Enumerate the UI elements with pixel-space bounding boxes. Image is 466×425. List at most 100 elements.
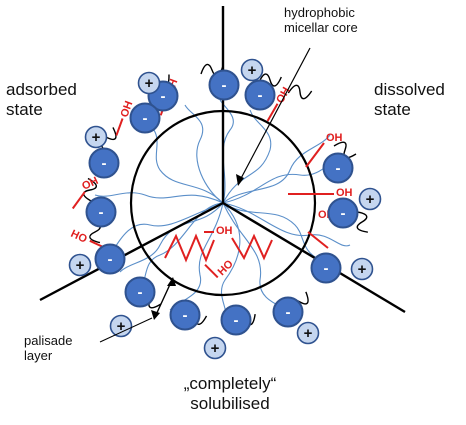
svg-text:+: + — [211, 340, 220, 357]
svg-text:-: - — [222, 77, 227, 94]
svg-text:+: + — [145, 75, 154, 92]
palisade-arrow-head-bottom — [151, 310, 160, 320]
tail-1 — [149, 124, 224, 204]
tail-3 — [109, 202, 224, 256]
surfactant-head-13: - — [220, 304, 252, 336]
tail-10 — [219, 99, 234, 204]
core-pointer-head — [236, 174, 244, 186]
surfactant-head-5: - — [88, 147, 120, 179]
adsorbed-label-line-2: state — [6, 99, 43, 119]
core-label-line-1: hydrophobic — [284, 5, 355, 20]
counter-ions: + + + + + + + + + — [68, 58, 382, 360]
svg-text:-: - — [258, 87, 263, 104]
counter-ion-4: + — [358, 187, 382, 211]
tail-13 — [94, 192, 224, 204]
svg-text:+: + — [358, 261, 367, 278]
svg-text:-: - — [99, 204, 104, 221]
solubilised-label-line-1: „completely“ — [183, 374, 277, 393]
palisade-label-line-2: layer — [24, 347, 53, 363]
svg-text:OH: OH — [216, 225, 233, 237]
divider-line-3 — [222, 201, 406, 314]
surfactant-head-3: - — [244, 79, 276, 111]
svg-text:OH: OH — [80, 175, 100, 193]
tail-14 — [119, 202, 224, 273]
surfactant-head-14: - — [272, 296, 304, 328]
solubilisate-oh-9: OH — [204, 225, 233, 237]
svg-text:-: - — [161, 88, 166, 105]
counter-ion-2: + — [240, 58, 264, 82]
divider-line-2 — [39, 201, 224, 302]
counter-ion-3: + — [84, 125, 108, 149]
svg-text:-: - — [341, 205, 346, 222]
solubilisate-oh-6: OH — [305, 132, 343, 168]
surfactant-head-6: - — [322, 152, 354, 184]
solubilised-state-label: „completely“ solubilised — [175, 374, 285, 413]
core-pointer-line — [237, 47, 311, 185]
svg-text:HO: HO — [69, 228, 89, 246]
palisade-arrow-head-top — [167, 277, 176, 286]
svg-text:+: + — [248, 62, 257, 79]
core-label: hydrophobic micellar core — [284, 5, 358, 36]
surfactant-head-11: - — [124, 276, 156, 308]
svg-text:-: - — [183, 307, 188, 324]
svg-text:OH: OH — [326, 132, 343, 144]
svg-text:-: - — [138, 284, 143, 301]
counter-ion-9: + — [203, 336, 227, 360]
solubilisate-chain-1 — [164, 233, 215, 263]
counter-ion-5: + — [68, 253, 92, 277]
svg-text:-: - — [108, 251, 113, 268]
surfactant-head-8: - — [85, 196, 117, 228]
palisade-label-line-1: palisade — [24, 333, 73, 348]
svg-text:-: - — [286, 304, 291, 321]
surfactant-head-10: - — [310, 252, 342, 284]
svg-text:+: + — [117, 318, 126, 335]
surfactant-head-4: - — [129, 102, 161, 134]
svg-text:+: + — [304, 325, 313, 342]
surfactant-heads: -------------- — [85, 69, 359, 336]
svg-text:OH: OH — [274, 85, 293, 105]
svg-text:-: - — [324, 260, 329, 277]
tail-stub-6 — [83, 177, 97, 203]
palisade-layer-label: palisade layer — [24, 333, 73, 364]
svg-text:+: + — [76, 257, 85, 274]
palisade-arrow-line — [154, 279, 173, 318]
dissolved-label-line-1: dissolved — [374, 80, 445, 99]
svg-text:-: - — [143, 110, 148, 127]
surfactant-head-7: - — [327, 197, 359, 229]
adsorbed-state-label: adsorbed state — [6, 80, 77, 119]
dissolved-label-line-2: state — [374, 99, 411, 119]
tail-4 — [222, 202, 321, 261]
solubilised-label-line-2: solubilised — [190, 393, 270, 413]
svg-text:OH: OH — [336, 187, 353, 199]
counter-ion-7: + — [109, 314, 133, 338]
tail-2 — [222, 109, 272, 204]
svg-text:+: + — [366, 191, 375, 208]
counter-ion-8: + — [296, 321, 320, 345]
dissolved-state-label: dissolved state — [374, 80, 445, 119]
tail-15 — [222, 134, 331, 204]
surfactant-head-12: - — [169, 299, 201, 331]
surfactant-head-2: - — [208, 69, 240, 101]
pointer-arrows — [99, 47, 311, 343]
tail-stub-7 — [356, 211, 368, 233]
tail-stub-14 — [258, 73, 282, 87]
tail-6 — [222, 202, 291, 313]
svg-text:-: - — [234, 312, 239, 329]
state-divider-lines — [39, 6, 406, 314]
counter-ion-6: + — [350, 257, 374, 281]
svg-text:HO: HO — [216, 258, 236, 278]
svg-text:+: + — [92, 129, 101, 146]
solubilisate-oh-7: OH — [288, 187, 353, 199]
tail-stub-3 — [287, 84, 313, 100]
surfactant-head-9: - — [94, 243, 126, 275]
svg-text:-: - — [336, 160, 341, 177]
tail-7 — [184, 104, 224, 204]
palisade-label-pointer — [99, 317, 153, 343]
solubilisate-chain-2 — [231, 233, 273, 261]
hydrocarbon-tails — [94, 99, 351, 321]
tail-11 — [220, 202, 241, 321]
counter-ion-1: + — [137, 71, 161, 95]
adsorbed-label-line-1: adsorbed — [6, 80, 77, 99]
